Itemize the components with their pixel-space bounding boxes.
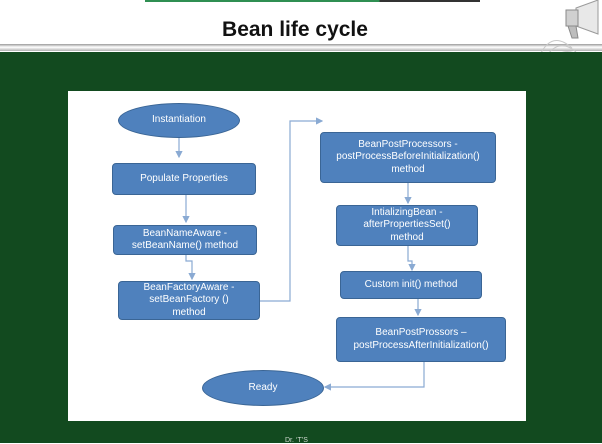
title-divider (0, 44, 602, 51)
node-post-before-initialization: BeanPostProcessors - postProcessBeforeIn… (320, 132, 496, 183)
footer-text: Dr. ‘T’S (285, 437, 308, 444)
node-instantiation: Instantiation (118, 103, 240, 138)
arrow-postafter-to-ready (323, 362, 425, 391)
arrow-beanfactoryaware-to-postbefore (260, 117, 324, 302)
node-ready: Ready (202, 370, 324, 406)
node-post-after-initialization: BeanPostProssors – postProcessAfterIniti… (336, 317, 506, 362)
arrow-initializingbean-to-custominit (407, 246, 416, 272)
arrow-beannameaware-to-beanfactoryaware (185, 254, 196, 281)
page-title: Bean life cycle (222, 18, 368, 41)
node-bean-name-aware: BeanNameAware - setBeanName() method (113, 225, 257, 255)
node-custom-init: Custom init() method (340, 271, 482, 299)
node-initializing-bean: IntializingBean - afterPropertiesSet() m… (336, 205, 478, 246)
diagram-connectors (175, 117, 425, 391)
node-populate-properties: Populate Properties (112, 163, 256, 195)
node-bean-factory-aware: BeanFactoryAware - setBeanFactory () met… (118, 281, 260, 320)
header-accent-line (145, 0, 480, 2)
diagram-canvas: Instantiation Populate Properties BeanNa… (68, 91, 526, 421)
